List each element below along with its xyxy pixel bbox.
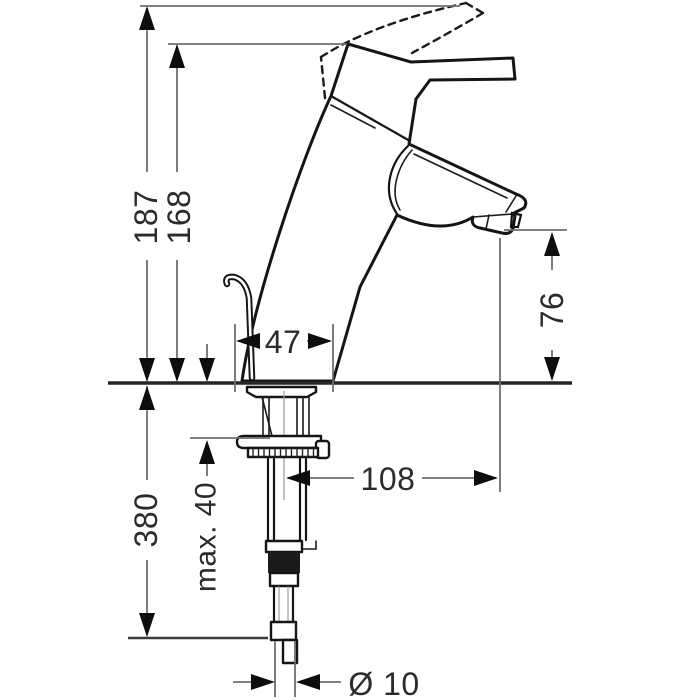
dim-label-height-to-lever: 168 [161,190,197,245]
dim-label-connection-diameter: Ø 10 [348,666,419,700]
dimension-hose-length: 380 [128,386,164,637]
supply-hose [264,539,304,665]
dimension-spout-height: 76 [534,232,570,381]
dimension-total-height: 187 [128,6,164,382]
faucet-drawing [223,1,528,665]
dim-label-max-mounting-depth: max. 40 [190,482,223,592]
faucet-body-outline [240,42,528,383]
raised-lever-dashed-outline [319,1,485,100]
knurled-nut-hatching [252,448,315,457]
dim-label-total-height: 187 [128,190,164,245]
dimension-spout-reach: 108 [286,461,498,497]
dim-label-spout-height: 76 [534,292,570,329]
faucet-detail-lines [329,94,523,230]
dimension-height-to-lever: 168 [161,44,197,382]
pop-up-rod [223,273,256,382]
mounting-shank [235,385,331,550]
dim-label-spout-reach: 108 [361,461,416,497]
dimension-connection-diameter: Ø 10 [233,666,419,700]
dim-label-hose-length: 380 [128,493,164,548]
dim-label-base-width: 47 [265,324,302,360]
dimension-base-width: 47 [236,324,332,360]
dimension-max-mounting-depth: max. 40 [190,344,223,592]
reference-lines [108,5,572,697]
